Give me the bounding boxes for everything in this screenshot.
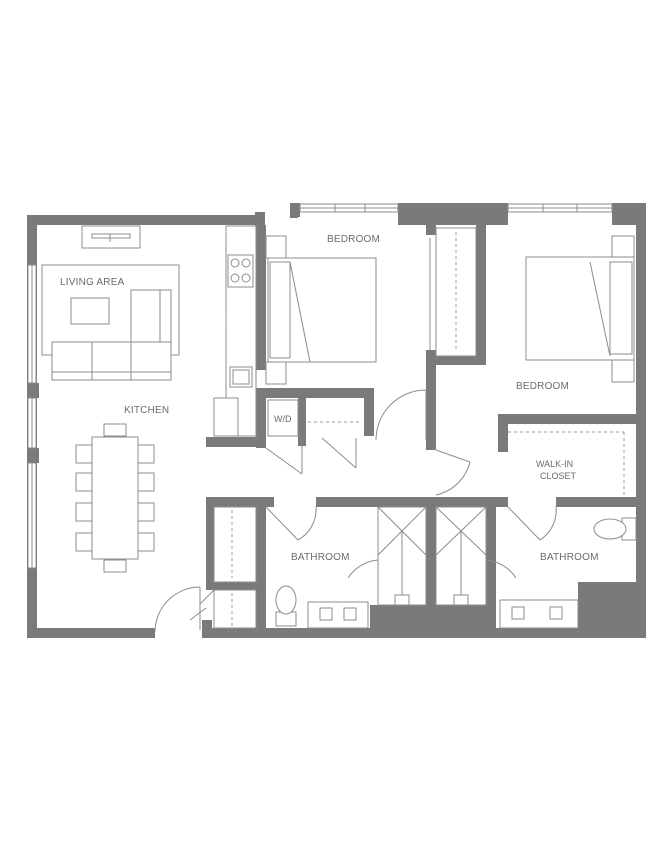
walk-in-closet: WALK-IN CLOSET: [508, 431, 625, 497]
living-area: LIVING AREA: [41, 225, 180, 381]
bathroom-1-label: BATHROOM: [291, 552, 350, 563]
bathroom-1: BATHROOM: [265, 506, 427, 629]
bedroom-2: BEDROOM: [435, 235, 635, 496]
laundry: W/D: [265, 399, 362, 475]
bedroom-2-label: BEDROOM: [516, 381, 569, 392]
entry-closets: [189, 506, 257, 629]
kitchen: KITCHEN: [75, 225, 257, 633]
walk-in-closet-label-line1: WALK-IN: [536, 459, 573, 469]
living-area-label: LIVING AREA: [60, 277, 125, 288]
washer-dryer-label: W/D: [274, 414, 292, 424]
bathroom-2: BATHROOM: [435, 506, 637, 629]
walk-in-closet-label-line2: CLOSET: [540, 471, 577, 481]
bedroom-1: BEDROOM: [265, 227, 477, 441]
bathroom-2-label: BATHROOM: [540, 552, 599, 563]
bedroom-1-label: BEDROOM: [327, 234, 380, 245]
interior-walls: [202, 225, 638, 638]
windows: [27, 203, 613, 569]
kitchen-label: KITCHEN: [124, 405, 169, 416]
